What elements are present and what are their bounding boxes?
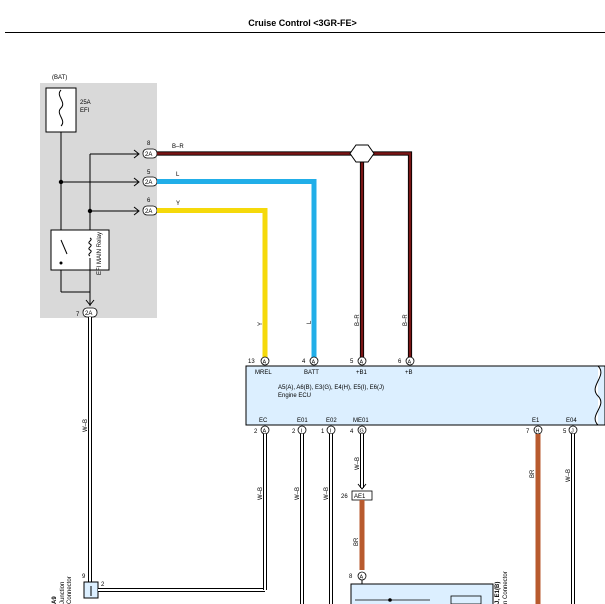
- ecu-name: Engine ECU: [278, 393, 311, 399]
- wire-label-y: Y: [176, 201, 180, 207]
- wire-label-brown-1: BR: [354, 537, 360, 546]
- ecu-pin-batt: 4 A BATT: [302, 356, 319, 376]
- svg-text:+B1: +B1: [356, 370, 368, 376]
- box-pin-8: 8: [147, 141, 151, 147]
- svg-text:4: 4: [302, 359, 306, 365]
- svg-text:ME01: ME01: [353, 418, 369, 424]
- ecu-pin-b: 6 A +B: [398, 356, 415, 376]
- wire-label-l-vert: L: [307, 320, 313, 324]
- svg-text:4: 4: [350, 429, 354, 435]
- wire-y: [157, 208, 268, 360]
- svg-text:BATT: BATT: [304, 370, 319, 376]
- splice-point: [349, 144, 375, 163]
- svg-text:1: 1: [321, 429, 325, 435]
- wire-label-brown-2: BR: [530, 469, 536, 478]
- wire-l: [157, 179, 317, 360]
- svg-text:A: A: [263, 429, 267, 435]
- engine-ecu: [245, 365, 605, 426]
- junction-sub1: Junction: [60, 582, 66, 604]
- box-connector-5: 2A: [142, 176, 158, 187]
- box-pin-6: 6: [147, 198, 151, 204]
- right-connector-label-2: n Connector: [503, 571, 509, 604]
- svg-text:I: I: [330, 429, 332, 435]
- box-pin-7: 7: [76, 312, 80, 318]
- junction-pin-9: 9: [82, 574, 86, 580]
- relay-name: EFI MAIN Relay: [97, 232, 103, 275]
- junction-pin-2: 2: [101, 582, 105, 588]
- svg-text:2A: 2A: [145, 180, 152, 186]
- wire-label-l: L: [176, 172, 180, 178]
- junction-sub2: Connector: [67, 576, 73, 604]
- ae1-pin: 26: [341, 494, 348, 500]
- svg-text:A: A: [408, 360, 412, 366]
- svg-text:A: A: [360, 360, 364, 366]
- wire-label-wb-e01: W–B: [295, 487, 301, 500]
- svg-text:7: 7: [526, 429, 530, 435]
- box-connector-7: 2A: [82, 307, 98, 318]
- wire-label-wb-e04: W–B: [566, 469, 572, 482]
- relay-switch-icon: [60, 239, 68, 255]
- svg-text:E1: E1: [532, 418, 540, 424]
- svg-text:2: 2: [254, 429, 258, 435]
- wire-label-y-vert: Y: [258, 322, 264, 326]
- wire-label-br-vert-2: B–R: [403, 314, 409, 326]
- svg-text:13: 13: [248, 359, 255, 365]
- fuse-rating: 25A: [80, 100, 91, 106]
- a8-pin: 8: [349, 574, 353, 580]
- junction-dot: [58, 179, 64, 185]
- junction-connector-bottom: [350, 583, 494, 604]
- svg-text:2A: 2A: [145, 152, 152, 158]
- wire-br: [157, 152, 412, 362]
- junction-dot: [87, 208, 93, 214]
- ecu-codes: A5(A), A6(B), E3(G), E4(H), E5(I), E6(J): [278, 385, 384, 391]
- ecu-pin-me01: ME01 4 G: [350, 418, 369, 435]
- ecu-pin-e01: E01 2 I: [292, 418, 308, 435]
- svg-text:E04: E04: [566, 418, 577, 424]
- wire-label-wb-ec: W–B: [258, 487, 264, 500]
- wire-label-wb-left: W–B: [83, 419, 89, 432]
- svg-text:+B: +B: [405, 370, 413, 376]
- svg-text:6: 6: [398, 359, 402, 365]
- page-title: Cruise Control <3GR-FE>: [248, 18, 357, 28]
- ecu-pin-e04: E04 5 J: [563, 418, 578, 435]
- ecu-pin-mrel: 13 A MREL: [248, 356, 272, 376]
- svg-text:5: 5: [563, 429, 567, 435]
- fuse-name: EFI: [80, 108, 90, 114]
- svg-text:I: I: [301, 429, 303, 435]
- svg-text:2: 2: [292, 429, 296, 435]
- bat-label: (BAT): [52, 75, 67, 81]
- svg-text:5: 5: [350, 359, 354, 365]
- junction-title: A9: [52, 596, 58, 604]
- ae1-label: AE1: [354, 494, 366, 500]
- svg-text:G: G: [360, 429, 364, 435]
- svg-text:2A: 2A: [145, 209, 152, 215]
- wire-label-wb-e02: W–B: [324, 487, 330, 500]
- svg-text:J: J: [571, 429, 574, 435]
- svg-text:EC: EC: [259, 418, 268, 424]
- box-connector-8: 2A: [142, 148, 158, 159]
- ecu-pin-b1: 5 A +B1: [350, 356, 368, 376]
- wire-label-wb-me01: W–B: [355, 457, 361, 470]
- fuse-symbol: [45, 87, 77, 133]
- svg-text:A: A: [312, 360, 316, 366]
- right-connector-label: J, E1(B): [495, 582, 501, 604]
- box-pin-5: 5: [147, 170, 151, 176]
- svg-text:A: A: [263, 360, 267, 366]
- wire-label-br: B–R: [172, 144, 184, 150]
- box-connector-6: 2A: [142, 205, 158, 216]
- svg-text:MREL: MREL: [255, 370, 272, 376]
- wire-br-outline: [157, 151, 413, 362]
- ecu-break-icon: [594, 365, 602, 426]
- a8-label: A: [360, 575, 364, 581]
- title-rule: [5, 32, 605, 33]
- svg-text:H: H: [536, 429, 540, 435]
- relay-coil-icon: [88, 237, 92, 257]
- svg-text:E02: E02: [326, 418, 337, 424]
- wire-label-br-vert-1: B–R: [355, 314, 361, 326]
- svg-text:E01: E01: [297, 418, 308, 424]
- fuse-element-icon: [58, 89, 64, 127]
- svg-text:2A: 2A: [85, 311, 92, 317]
